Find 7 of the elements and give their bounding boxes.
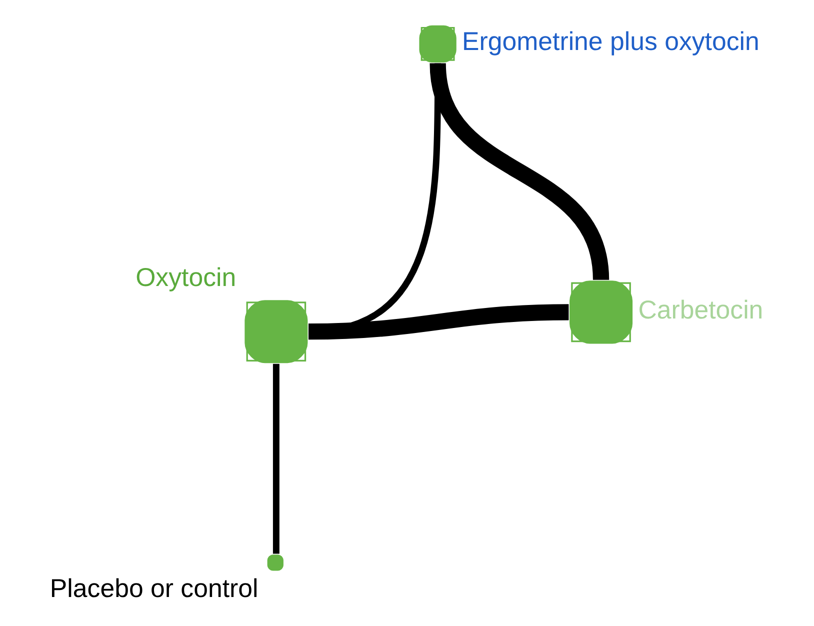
node-label: Carbetocin xyxy=(638,296,763,324)
connector xyxy=(272,364,279,554)
node-label: Placebo or control xyxy=(49,575,258,604)
connector xyxy=(429,62,609,281)
connector xyxy=(308,304,568,340)
node-label: Oxytocin xyxy=(135,264,236,292)
node-label: Ergometrine plus oxytocin xyxy=(462,28,759,56)
